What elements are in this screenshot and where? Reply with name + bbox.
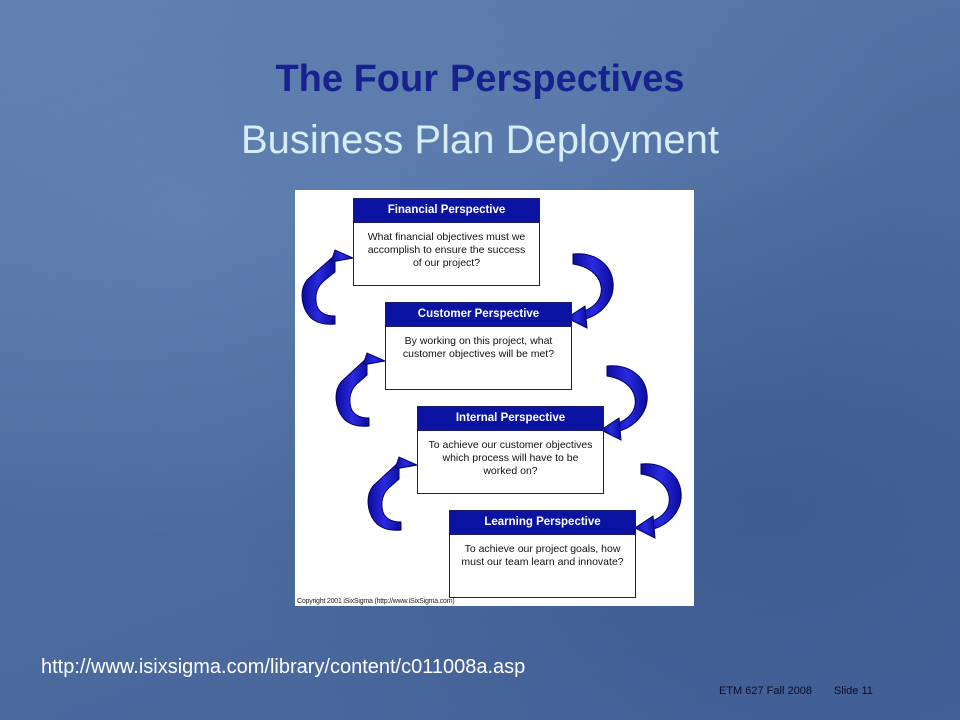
right-curved-arrow-icon bbox=[600, 365, 648, 441]
left-curved-arrow-icon bbox=[367, 456, 419, 531]
perspective-text: To achieve our project goals, how must o… bbox=[461, 543, 624, 568]
footer-slide-number: Slide 11 bbox=[833, 685, 873, 697]
perspective-text: By working on this project, what custome… bbox=[402, 335, 555, 360]
source-url-link[interactable]: http://www.isixsigma.com/library/content… bbox=[41, 656, 526, 678]
perspective-text: To achieve our customer objectives which… bbox=[428, 439, 593, 477]
right-curved-arrow-icon bbox=[566, 253, 614, 329]
slide-title: The Four Perspectives bbox=[0, 58, 960, 101]
left-curved-arrow-icon bbox=[301, 249, 355, 325]
perspective-title: Financial Perspective bbox=[354, 199, 539, 223]
learning-perspective-box: Learning Perspective To achieve our proj… bbox=[449, 510, 636, 598]
perspective-title: Customer Perspective bbox=[386, 303, 571, 327]
perspective-text: What financial objectives must we accomp… bbox=[367, 231, 526, 269]
customer-perspective-box: Customer Perspective By working on this … bbox=[385, 302, 572, 390]
internal-perspective-box: Internal Perspective To achieve our cust… bbox=[417, 406, 604, 494]
slide-footer: ETM 627 Fall 2008 Slide 11 bbox=[719, 685, 873, 697]
footer-course: ETM 627 Fall 2008 bbox=[719, 685, 812, 697]
left-curved-arrow-icon bbox=[335, 352, 387, 427]
four-perspectives-diagram: Financial Perspective What financial obj… bbox=[295, 190, 694, 606]
slide-subtitle: Business Plan Deployment bbox=[240, 118, 720, 162]
slide-title-part-1: The Four bbox=[275, 58, 439, 100]
curved-arrows bbox=[301, 249, 682, 539]
perspective-title: Learning Perspective bbox=[450, 511, 635, 535]
right-curved-arrow-icon bbox=[634, 463, 682, 539]
slide-title-part-2: Perspectives bbox=[450, 58, 685, 100]
perspective-title: Internal Perspective bbox=[418, 407, 603, 431]
figure-copyright: Copyright 2001 iSixSigma (http://www.iSi… bbox=[297, 598, 455, 605]
financial-perspective-box: Financial Perspective What financial obj… bbox=[353, 198, 540, 286]
